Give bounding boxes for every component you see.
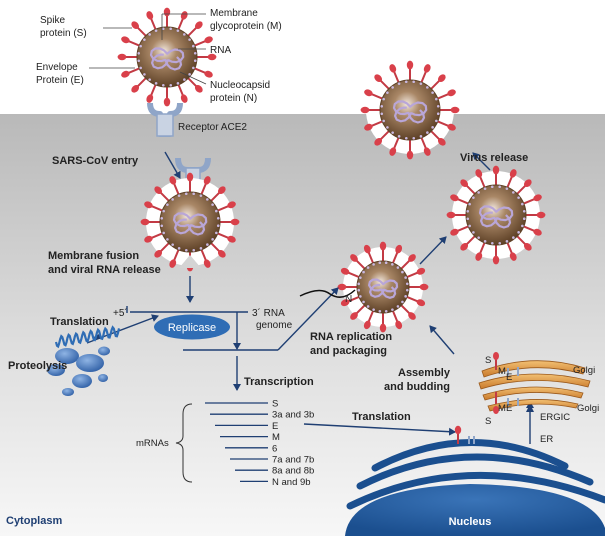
label-e-top: E: [506, 372, 512, 383]
label-replication-2: and packaging: [310, 345, 387, 357]
label-translation-2: Translation: [352, 411, 411, 423]
label-nucleocapsid-1: Nucleocapsid: [210, 80, 270, 91]
label-spike-1: Spike: [40, 15, 65, 26]
label-membrane-2: glycoprotein (M): [210, 21, 282, 32]
callout-lines: [89, 13, 207, 85]
label-membrane-1: Membrane: [210, 8, 258, 19]
mrna-bracket: [175, 403, 193, 483]
label-nucleocapsid-2: protein (N): [210, 93, 257, 104]
nucleus: [345, 484, 605, 536]
label-three-prime-1: 3´ RNA: [252, 307, 285, 319]
mrna-lines: [205, 402, 268, 483]
rna-strand: [299, 289, 356, 298]
mrna-label: N and 9b: [272, 477, 311, 488]
label-s-top: S: [485, 355, 491, 366]
label-replication-1: RNA replication: [310, 331, 392, 343]
mrna-label: S: [272, 399, 278, 410]
virion-released: [359, 59, 461, 161]
label-envelope-1: Envelope: [36, 62, 78, 73]
label-assembly-1: Assembly: [398, 367, 451, 379]
proteolysis-fragments: [47, 346, 110, 396]
ace2-receptor: [147, 102, 183, 137]
label-cytoplasm: Cytoplasm: [6, 515, 62, 527]
mrna-label: M: [272, 432, 280, 443]
golgi-membrane-proteins: [493, 352, 519, 414]
label-m-top: M: [498, 366, 506, 377]
label-rna: RNA: [210, 45, 231, 56]
label-mrnas: mRNAs: [136, 438, 169, 449]
translation-helix: [54, 325, 121, 349]
label-er: ER: [540, 434, 553, 445]
label-m-bottom: M: [498, 403, 506, 414]
label-translation: Translation: [50, 316, 109, 328]
process-arrows: [99, 151, 534, 444]
label-golgi-top: Golgi: [573, 365, 595, 376]
virion-structure: [116, 6, 218, 108]
label-transcription: Transcription: [244, 376, 314, 388]
mrna-label: 7a and 7b: [272, 455, 314, 466]
label-assembly-2: and budding: [384, 381, 450, 393]
label-ergic: ERGIC: [540, 412, 570, 423]
label-golgi-bottom: Golgi: [577, 403, 599, 414]
label-entry: SARS-CoV entry: [52, 155, 139, 167]
label-spike-2: protein (S): [40, 28, 87, 39]
label-fusion-2: and viral RNA release: [48, 264, 161, 276]
golgi-apparatus: [478, 360, 591, 412]
replicase-enzyme: [154, 314, 230, 340]
mrna-label: 6: [272, 443, 277, 454]
label-n: N: [345, 294, 352, 305]
label-fusion-1: Membrane fusion: [48, 250, 139, 262]
virion-fusion: [139, 171, 241, 273]
label-e-bottom: E: [506, 403, 512, 414]
label-virus-release: Virus release: [460, 152, 528, 164]
mrna-label: E: [272, 421, 278, 432]
label-replicase: Replicase: [168, 322, 216, 334]
er-membrane-proteins: [454, 425, 475, 444]
label-s-bottom: S: [485, 416, 491, 427]
label-proteolysis: Proteolysis: [8, 360, 67, 372]
virion-assembled: [445, 164, 547, 266]
label-five-prime: +5´: [113, 307, 128, 319]
virion-packaging: [336, 240, 430, 334]
mrna-label: 8a and 8b: [272, 466, 314, 477]
label-receptor: Receptor ACE2: [178, 122, 247, 133]
label-nucleus: Nucleus: [449, 516, 492, 528]
genome-lines: [126, 306, 278, 351]
label-envelope-2: Protein (E): [36, 75, 84, 86]
mrna-label: 3a and 3b: [272, 410, 314, 421]
label-three-prime-2: genome: [256, 320, 293, 331]
